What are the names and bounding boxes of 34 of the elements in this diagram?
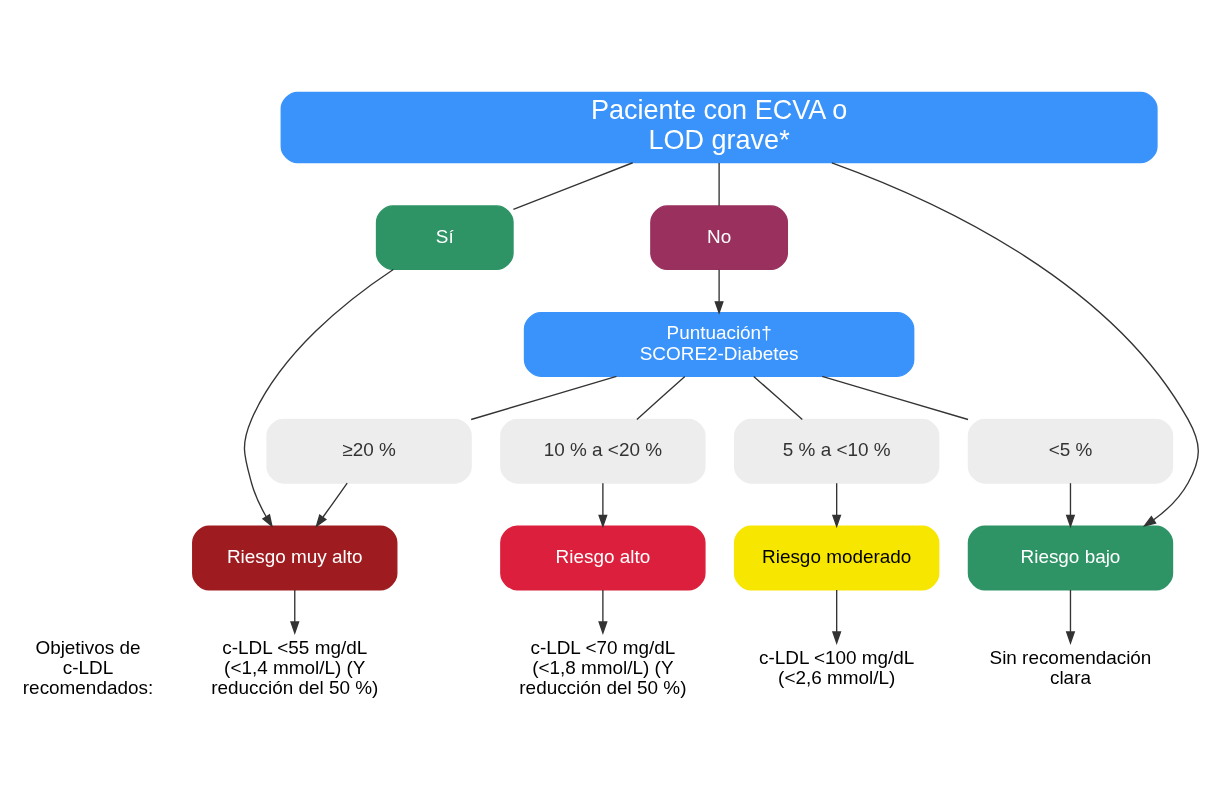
node-box: 5 % a <10 % (733, 418, 940, 484)
connector (512, 161, 634, 210)
node-box: 10 % a <20 % (500, 418, 706, 484)
arrow (831, 588, 842, 645)
label: Objetivos de c-LDL recomendados: (22, 636, 154, 698)
node-box: Riesgo alto (500, 525, 706, 590)
node-text: c-LDL <70 mg/dL (<1,8 mmol/L) (Y reducción del 50 %) (519, 636, 687, 698)
arrow (598, 588, 608, 635)
node-box: Riesgo bajo (967, 525, 1174, 590)
connector (470, 375, 618, 420)
node-box: Sí (375, 204, 514, 270)
node-box: Riesgo moderado (733, 525, 940, 590)
arrow (831, 161, 1199, 527)
node-box: Puntuación† SCORE2-Diabetes (523, 311, 915, 377)
arrow (714, 268, 724, 315)
node-text: Sin recomendación clara (989, 646, 1152, 688)
node-box: No (650, 204, 789, 270)
node-text: c-LDL <100 mg/dL (<2,6 mmol/L) (758, 646, 915, 688)
arrow (831, 482, 842, 528)
arrow (598, 482, 608, 528)
arrow (1065, 588, 1076, 645)
connector (753, 375, 803, 420)
node-text: c-LDL <55 mg/dL (<1,4 mmol/L) (Y reducción del 50 %) (211, 636, 379, 698)
node-box: <5 % (967, 418, 1174, 484)
arrow (1065, 482, 1076, 528)
arrow (243, 268, 394, 528)
arrow (290, 588, 300, 635)
connector (636, 375, 686, 420)
connector (821, 375, 969, 420)
node-box: ≥20 % (266, 418, 472, 484)
connector (718, 161, 720, 206)
node-box: Paciente con ECVA o LOD grave* (280, 91, 1158, 163)
node-box: Riesgo muy alto (192, 525, 398, 590)
arrow (315, 482, 348, 528)
